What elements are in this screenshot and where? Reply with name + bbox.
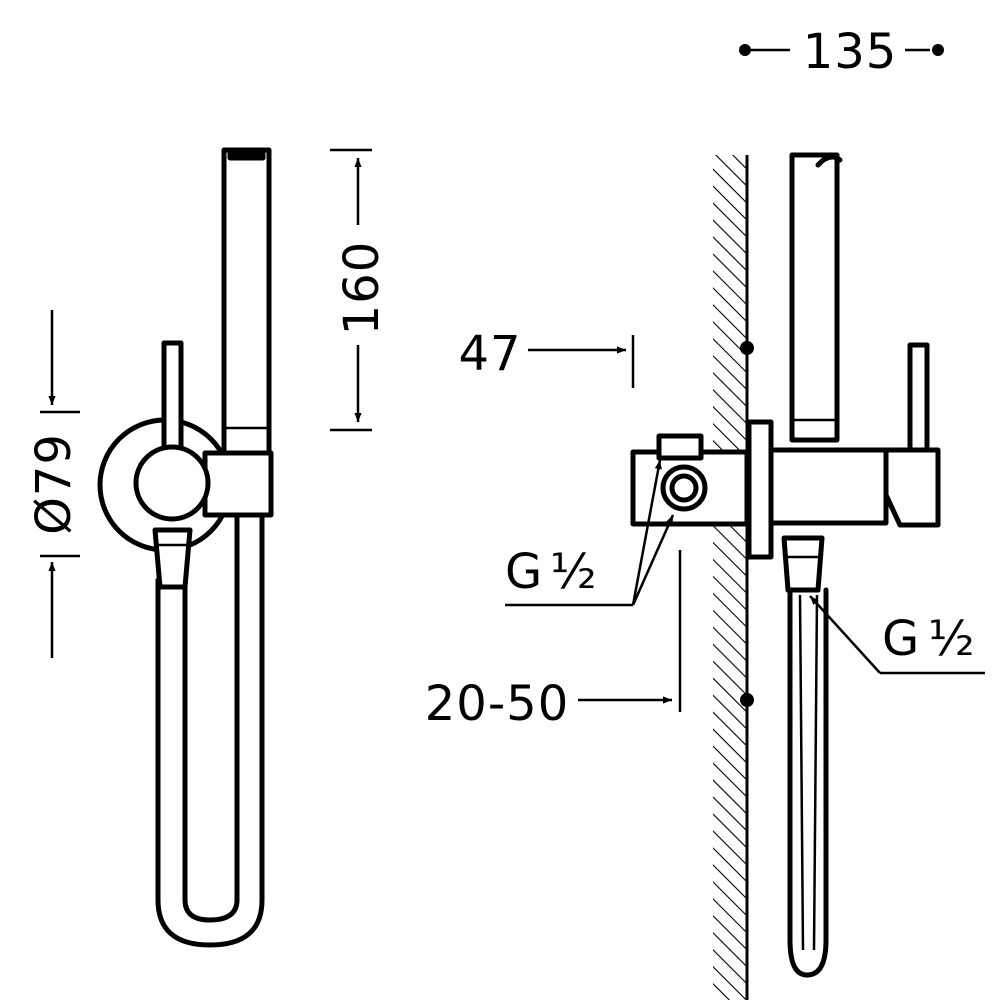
side-hose-connector [781,535,825,593]
svg-text:G: G [505,544,543,600]
side-lever [883,447,941,528]
side-holder-arm [768,447,889,526]
svg-text:½: ½ [550,544,598,600]
dimension-depth-47: 47 [458,326,521,382]
wall-section [713,155,747,1000]
wall-marker-top [740,341,754,355]
thread-label-right: G ½ [882,611,976,667]
side-view: 135 47 20-50 G ½ G ½ [425,24,985,1000]
hose-connector [152,527,193,590]
svg-text:G: G [882,611,920,667]
hand-shower [221,147,272,456]
thread-label-left: G ½ [505,544,598,600]
lever-handle [161,340,184,456]
dimension-range-20-50: 20-50 [425,676,569,732]
hose-loop [155,512,265,948]
dimension-diameter-79: Ø79 [26,433,82,535]
rosette-plate [746,419,774,560]
svg-text:½: ½ [928,611,976,667]
side-hand-shower [789,152,840,443]
holder-block [202,450,274,518]
dimension-width-135: 135 [803,24,898,80]
wall-marker-bottom [740,693,754,707]
front-view: Ø79 160 [26,147,390,948]
dimension-height-160: 160 [334,241,390,336]
mixer-knob [133,444,211,522]
